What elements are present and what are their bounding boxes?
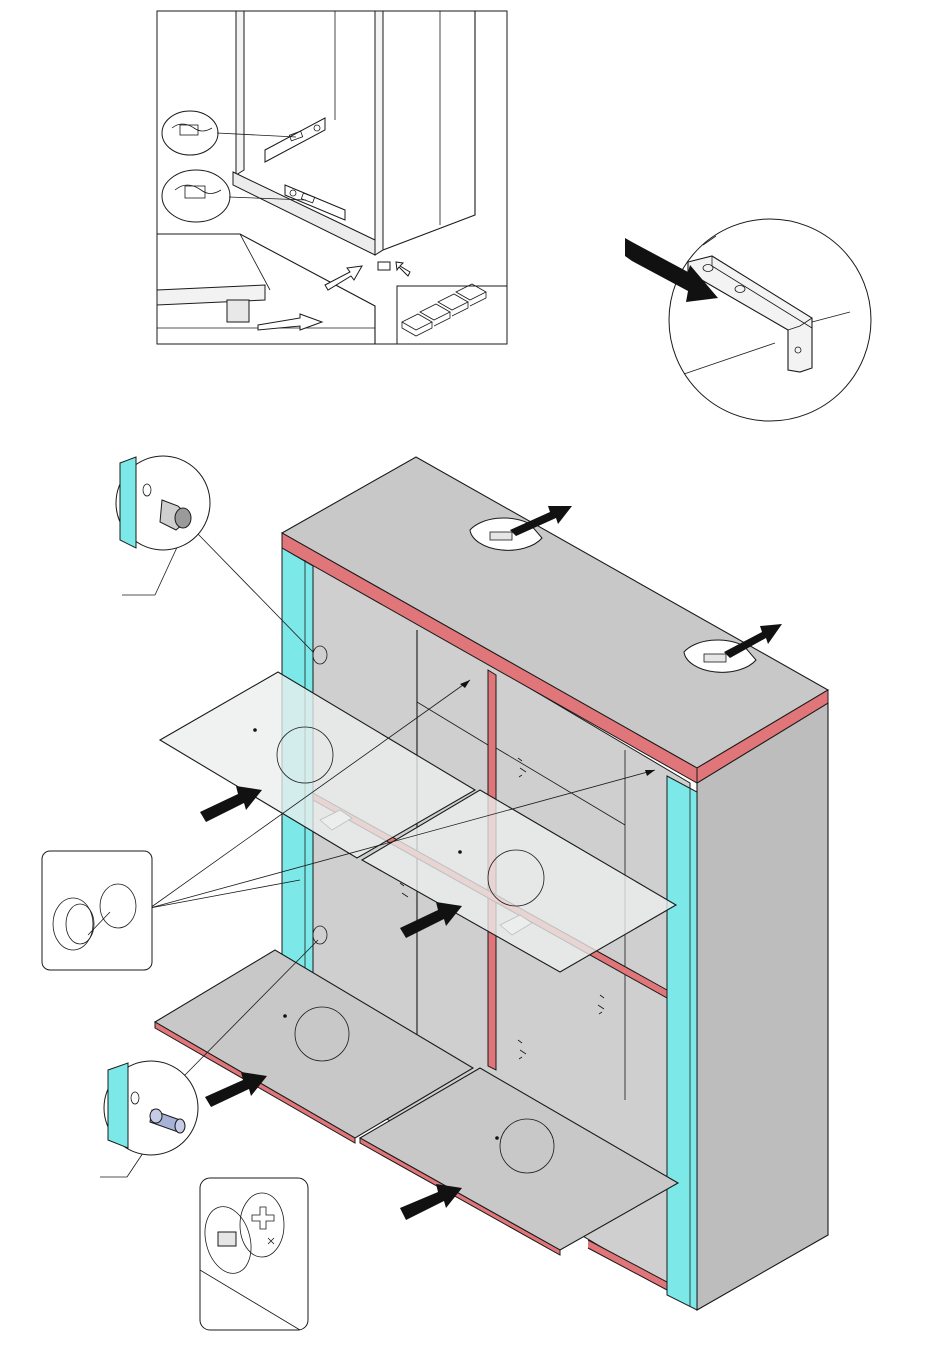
wall-bracket-detail [625, 219, 871, 421]
dowel-detail [104, 1061, 198, 1155]
arrow-icon-glass-1 [200, 786, 262, 822]
cam-lock-detail [42, 851, 152, 970]
arrow-icon-shelf-1 [205, 1072, 267, 1107]
shelf-pin-detail [116, 456, 210, 550]
arrow-icon-shelf-2 [400, 1184, 462, 1220]
cabinet-base-inset [157, 11, 507, 344]
cover-cap-detail [198, 1178, 308, 1330]
